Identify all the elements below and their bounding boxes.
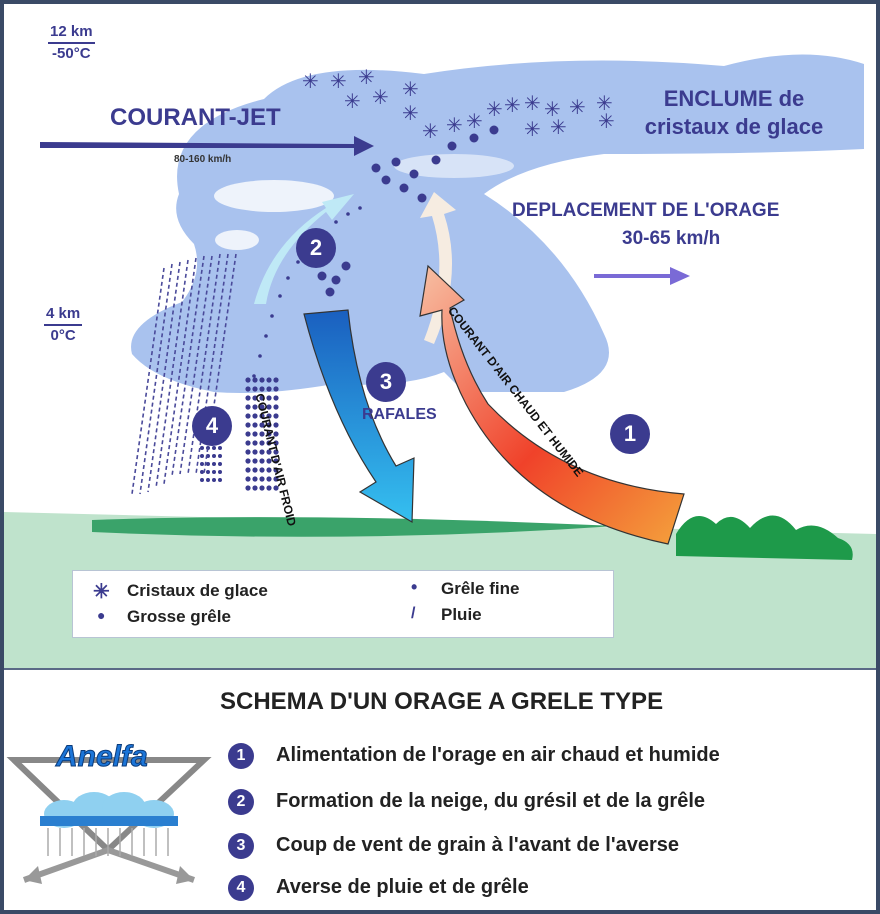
updraft-pale xyxy=(420,192,456,344)
legend-ice: Cristaux de glace xyxy=(127,581,268,600)
svg-text:✳: ✳ xyxy=(402,77,419,101)
svg-text:✳: ✳ xyxy=(544,97,561,121)
anelfa-logo-art xyxy=(6,757,212,884)
jet-label: COURANT-JET xyxy=(110,104,281,131)
large-hail-columns xyxy=(245,377,279,491)
rain-streaks xyxy=(131,253,237,495)
frame: ✳✳✳✳ ✳✳✳✳ ✳✳✳✳ ✳✳✳✳ ✳✳✳ xyxy=(4,4,876,910)
svg-text:✳: ✳ xyxy=(466,109,483,133)
jet-arrow xyxy=(40,136,374,156)
svg-text:✳: ✳ xyxy=(596,91,613,115)
step-2-number: 2 xyxy=(228,789,254,815)
downdraft-pale xyxy=(254,194,354,304)
badge-2: 2 xyxy=(296,228,336,268)
badge-4: 4 xyxy=(192,406,232,446)
step-2-text: Formation de la neige, du grésil et de l… xyxy=(276,790,705,812)
bushes xyxy=(676,515,853,560)
anelfa-logo: Anelfa xyxy=(4,730,214,900)
step-4-number: 4 xyxy=(228,875,254,901)
svg-text:✳: ✳ xyxy=(358,65,375,89)
logo-text: Anelfa xyxy=(56,740,149,774)
large-hail xyxy=(317,125,499,297)
warm-air-arrow xyxy=(419,264,685,545)
fine-hail-icon: • xyxy=(411,577,418,597)
legend-rain: Pluie xyxy=(441,605,482,624)
storm-cloud xyxy=(131,54,865,393)
altitude-4km-height: 4 km xyxy=(44,304,83,326)
step-1-text: Alimentation de l'orage en air chaud et … xyxy=(276,744,720,766)
altitude-4km-temp: 0°C xyxy=(50,327,76,344)
rain-icon: / xyxy=(411,605,416,622)
motion-arrow xyxy=(594,267,690,285)
caption-panel: SCHEMA D'UN ORAGE A GRELE TYPE 1 Aliment… xyxy=(4,668,876,910)
storm-diagram: ✳✳✳✳ ✳✳✳✳ ✳✳✳✳ ✳✳✳✳ ✳✳✳ xyxy=(4,4,876,668)
anvil-label-1: ENCLUME de xyxy=(663,86,805,111)
legend-large-hail: Grosse grêle xyxy=(127,607,231,626)
jet-speed-label: 80-160 km/h xyxy=(174,154,232,165)
svg-text:✳: ✳ xyxy=(598,109,615,133)
step-4-text: Averse de pluie et de grêle xyxy=(276,876,529,898)
svg-text:✳: ✳ xyxy=(486,97,503,121)
cold-air-arrow xyxy=(303,309,415,524)
svg-text:✳: ✳ xyxy=(524,91,541,115)
altitude-12km-height: 12 km xyxy=(48,22,95,44)
svg-text:✳: ✳ xyxy=(402,101,419,125)
svg-text:✳: ✳ xyxy=(446,113,463,137)
badge-3: 3 xyxy=(366,362,406,402)
svg-text:✳: ✳ xyxy=(550,115,567,139)
svg-text:✳: ✳ xyxy=(344,89,361,113)
step-3-number: 3 xyxy=(228,833,254,859)
altitude-12km-temp: -50°C xyxy=(52,45,91,62)
ice-crystal-icon: ✳ xyxy=(93,581,110,603)
motion-label-2: 30-65 km/h xyxy=(622,228,721,249)
svg-text:✳: ✳ xyxy=(569,95,586,119)
ice-crystals: ✳✳✳✳ ✳✳✳✳ ✳✳✳✳ ✳✳✳✳ ✳✳✳ xyxy=(302,65,615,143)
motion-label-1: DEPLACEMENT DE L'ORAGE xyxy=(512,200,780,221)
svg-text:✳: ✳ xyxy=(422,119,439,143)
svg-text:✳: ✳ xyxy=(330,69,347,93)
svg-text:✳: ✳ xyxy=(524,117,541,141)
legend-fine-hail: Grêle fine xyxy=(441,579,520,598)
altitude-12km: 12 km -50°C xyxy=(48,22,95,64)
altitude-4km: 4 km 0°C xyxy=(44,304,83,346)
green-strip xyxy=(92,517,616,537)
step-3-text: Coup de vent de grain à l'avant de l'ave… xyxy=(276,834,679,856)
diagram-title: SCHEMA D'UN ORAGE A GRELE TYPE xyxy=(220,688,664,715)
svg-text:✳: ✳ xyxy=(504,93,521,117)
anvil-label-2: cristaux de glace xyxy=(644,114,824,139)
gusts-label: RAFALES xyxy=(362,406,437,423)
badge-1: 1 xyxy=(610,414,650,454)
large-hail-icon: ● xyxy=(97,607,106,623)
svg-text:✳: ✳ xyxy=(372,85,389,109)
step-1-number: 1 xyxy=(228,743,254,769)
legend: ✳ Cristaux de glace ● Grosse grêle • Grê… xyxy=(72,570,614,638)
svg-text:✳: ✳ xyxy=(302,69,319,93)
